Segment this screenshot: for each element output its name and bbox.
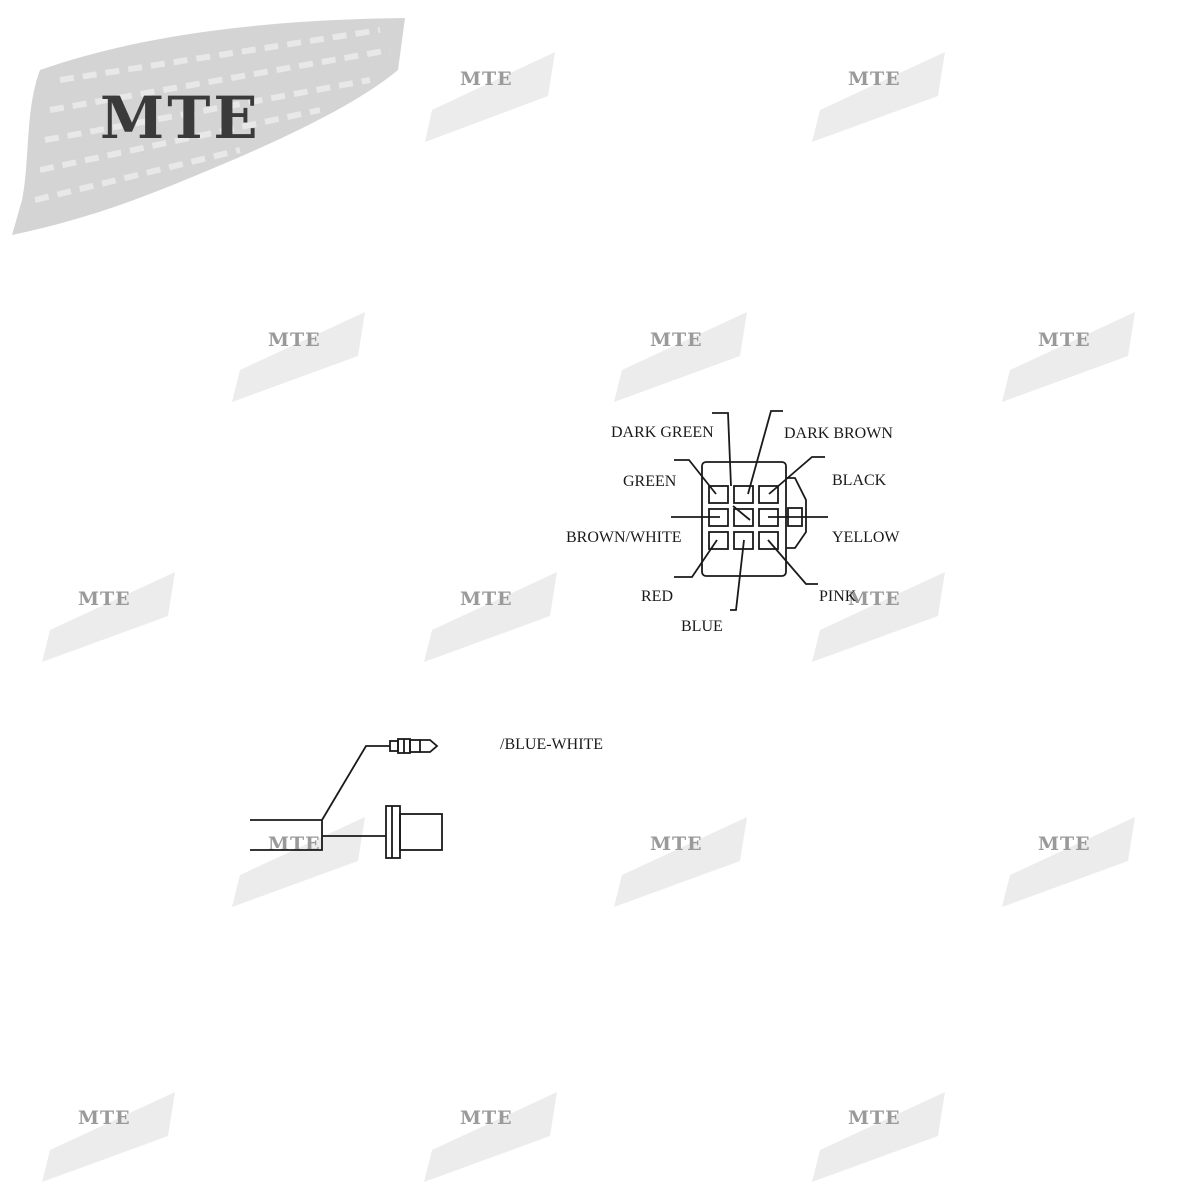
- watermark: MTE: [1002, 817, 1135, 907]
- leader-green: [674, 459, 717, 495]
- watermark-text: MTE: [1038, 833, 1091, 855]
- watermark-text: MTE: [268, 833, 321, 855]
- watermark-text: MTE: [268, 329, 321, 351]
- watermark-text: MTE: [460, 1107, 513, 1129]
- watermark: MTE: [425, 52, 555, 142]
- watermark-text: MTE: [848, 588, 901, 610]
- watermark: MTE: [614, 817, 747, 907]
- leader-center: [732, 505, 751, 521]
- watermark: MTE: [424, 1092, 557, 1182]
- watermark: MTE: [42, 572, 175, 662]
- connector-labels: DARK GREEN DARK BROWN GREEN BLACK BROWN/…: [566, 424, 900, 635]
- watermark: MTE: [424, 572, 557, 662]
- watermark-layer: MTE MTE MTE MTE MTE MTE MTE MTE: [42, 52, 1135, 1182]
- plug-connector: [385, 805, 443, 859]
- watermark-text: MTE: [650, 833, 703, 855]
- logo-text: MTE: [100, 84, 261, 152]
- watermark: MTE: [812, 572, 945, 662]
- label-yellow: YELLOW: [832, 529, 900, 546]
- label-dark-brown: DARK BROWN: [784, 425, 893, 442]
- leader-pink: [767, 539, 818, 585]
- label-black: BLACK: [832, 472, 887, 489]
- pin-dark-green: [708, 485, 729, 504]
- connector-housing: [701, 461, 787, 577]
- watermark: MTE: [232, 817, 365, 907]
- watermark-text: MTE: [1038, 329, 1091, 351]
- watermark: MTE: [232, 312, 365, 402]
- watermark-text: MTE: [460, 68, 513, 90]
- label-red: RED: [641, 588, 673, 605]
- watermark: MTE: [1002, 312, 1135, 402]
- label-dark-green: DARK GREEN: [611, 424, 714, 441]
- watermark: MTE: [42, 1092, 175, 1182]
- bullet-terminal: [389, 738, 439, 754]
- watermark-text: MTE: [78, 1107, 131, 1129]
- watermark-text: MTE: [650, 329, 703, 351]
- leader-dark-brown: [747, 410, 783, 495]
- pin-center: [733, 508, 754, 527]
- watermark: MTE: [812, 52, 945, 142]
- watermark-text: MTE: [460, 588, 513, 610]
- harness-wire-upper: [321, 745, 390, 821]
- leader-red: [674, 539, 718, 578]
- watermark-text: MTE: [848, 68, 901, 90]
- harness-cable: [250, 819, 323, 851]
- label-brown-white: BROWN/WHITE: [566, 529, 682, 546]
- pin-black: [758, 485, 779, 504]
- pin-dark-brown: [733, 485, 754, 504]
- leader-dark-green: [712, 412, 732, 487]
- watermark-text: MTE: [78, 588, 131, 610]
- leader-black: [768, 456, 825, 495]
- watermark: MTE: [812, 1092, 945, 1182]
- leader-blue: [730, 539, 745, 611]
- wire-label-blue-white: /BLUE-WHITE: [500, 736, 603, 753]
- label-blue: BLUE: [681, 618, 723, 635]
- sensor-harness-diagram: [250, 738, 443, 859]
- brand-logo: MTE: [12, 18, 405, 235]
- watermark: MTE: [614, 312, 747, 402]
- pin-red: [708, 531, 729, 550]
- watermark-text: MTE: [848, 1107, 901, 1129]
- label-green: GREEN: [623, 473, 677, 490]
- pin-pink: [758, 531, 779, 550]
- logo-brush-texture: [34, 27, 391, 203]
- connector-diagram: [671, 410, 828, 611]
- connector-latch-tab: [786, 477, 807, 549]
- label-pink: PINK: [819, 588, 857, 605]
